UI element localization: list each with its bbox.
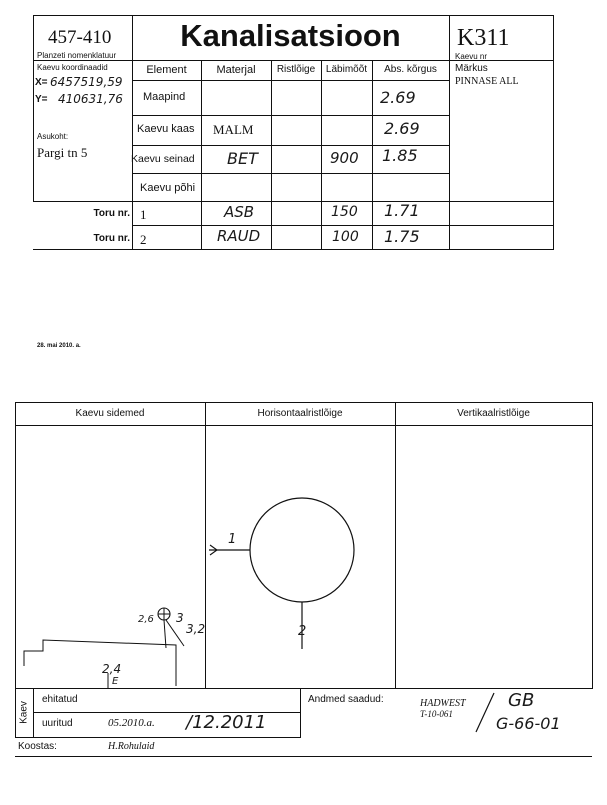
row-element: Kaevu põhi [140, 182, 196, 194]
built-label: ehitatud [42, 694, 78, 705]
col-element: Element [146, 64, 187, 76]
surveyed-label: uuritud [42, 718, 73, 729]
row-diameter: 900 [330, 149, 359, 167]
row-element: Kaevu seinad [131, 153, 195, 165]
link-mark: 2,6 [138, 614, 154, 625]
row-element: Maapind [143, 91, 186, 103]
col-height: Abs. kõrgus [384, 64, 437, 75]
surveyed-date: 05.2010.a. [108, 717, 155, 729]
pipe-number: 1 [140, 207, 147, 222]
sketch-header-links: Kaevu sidemed [75, 408, 145, 419]
composer-name: H.Rohulaid [108, 741, 155, 752]
pipe-diameter: 100 [332, 229, 359, 245]
pipe-material: ASB [224, 203, 255, 221]
y-label: Y= [35, 94, 48, 105]
sketch-header-horizontal: Horisontaalristlõige [257, 408, 343, 419]
well-number: K311 [457, 25, 510, 51]
well-label: Kaevu nr [455, 52, 488, 61]
location-value: Pargi tn 5 [37, 145, 88, 160]
surveyed-date-2: /12.2011 [186, 712, 267, 733]
sketch-header-vertical: Vertikaalristlõige [457, 408, 530, 419]
col-diameter: Läbimõõt [325, 64, 368, 75]
pipe-mark: 2 [298, 624, 307, 639]
date-note: 28. mai 2010. a. [37, 343, 81, 349]
well-circle [249, 497, 355, 603]
pipe-diameter: 150 [331, 204, 358, 220]
source-ref-1: GB [508, 690, 535, 711]
source-ref-2: G-66-01 [496, 714, 561, 733]
link-mark: 2,4 [102, 662, 122, 676]
page-title: Kanalisatsioon [180, 18, 401, 53]
pipe-material: RAUD [217, 227, 261, 245]
sheet-label: Planzeti nomenklatuur [37, 51, 117, 60]
row-height: 2.69 [384, 119, 420, 138]
pipe-label: Toru nr. [93, 233, 130, 244]
link-mark: 3,2 [186, 622, 206, 636]
sheet-number: 457-410 [48, 27, 112, 48]
composer-label: Koostas: [18, 741, 57, 752]
row-element: Kaevu kaas [137, 123, 195, 135]
coords-label: Kaevu koordinaadid [37, 63, 108, 72]
link-mark: 3 [176, 611, 184, 625]
col-material: Materjal [216, 64, 256, 76]
link-mark: E [112, 676, 119, 687]
row-material: MALM [213, 122, 254, 137]
data-source-label: Andmed saadud: [308, 694, 384, 705]
horizontal-section-drawing [209, 497, 355, 649]
pipe-label: Toru nr. [93, 208, 130, 219]
y-value: 410631,76 [58, 92, 123, 106]
location-label: Asukoht: [37, 132, 69, 141]
row-material: BET [227, 149, 258, 168]
x-label: X= [35, 77, 48, 88]
pipe-number: 2 [140, 232, 147, 247]
links-drawing [23, 607, 185, 688]
col-cross-section: Ristlõige [276, 64, 316, 75]
row-height: 2.69 [380, 88, 416, 107]
source-divider [475, 692, 495, 733]
remarks-value: PINNASE ALL [455, 76, 519, 87]
source-name: HADWEST [420, 698, 466, 709]
pipe-height: 1.71 [384, 201, 420, 220]
side-label: Kaev [18, 701, 30, 724]
row-height: 1.85 [382, 146, 418, 165]
remarks-label: Märkus [455, 63, 488, 74]
source-code: T-10-061 [420, 709, 453, 719]
pipe-height: 1.75 [384, 227, 420, 246]
x-value: 6457519,59 [50, 75, 123, 89]
pipe-mark: 1 [228, 532, 237, 547]
pipe-inlet-arrow [209, 544, 218, 556]
